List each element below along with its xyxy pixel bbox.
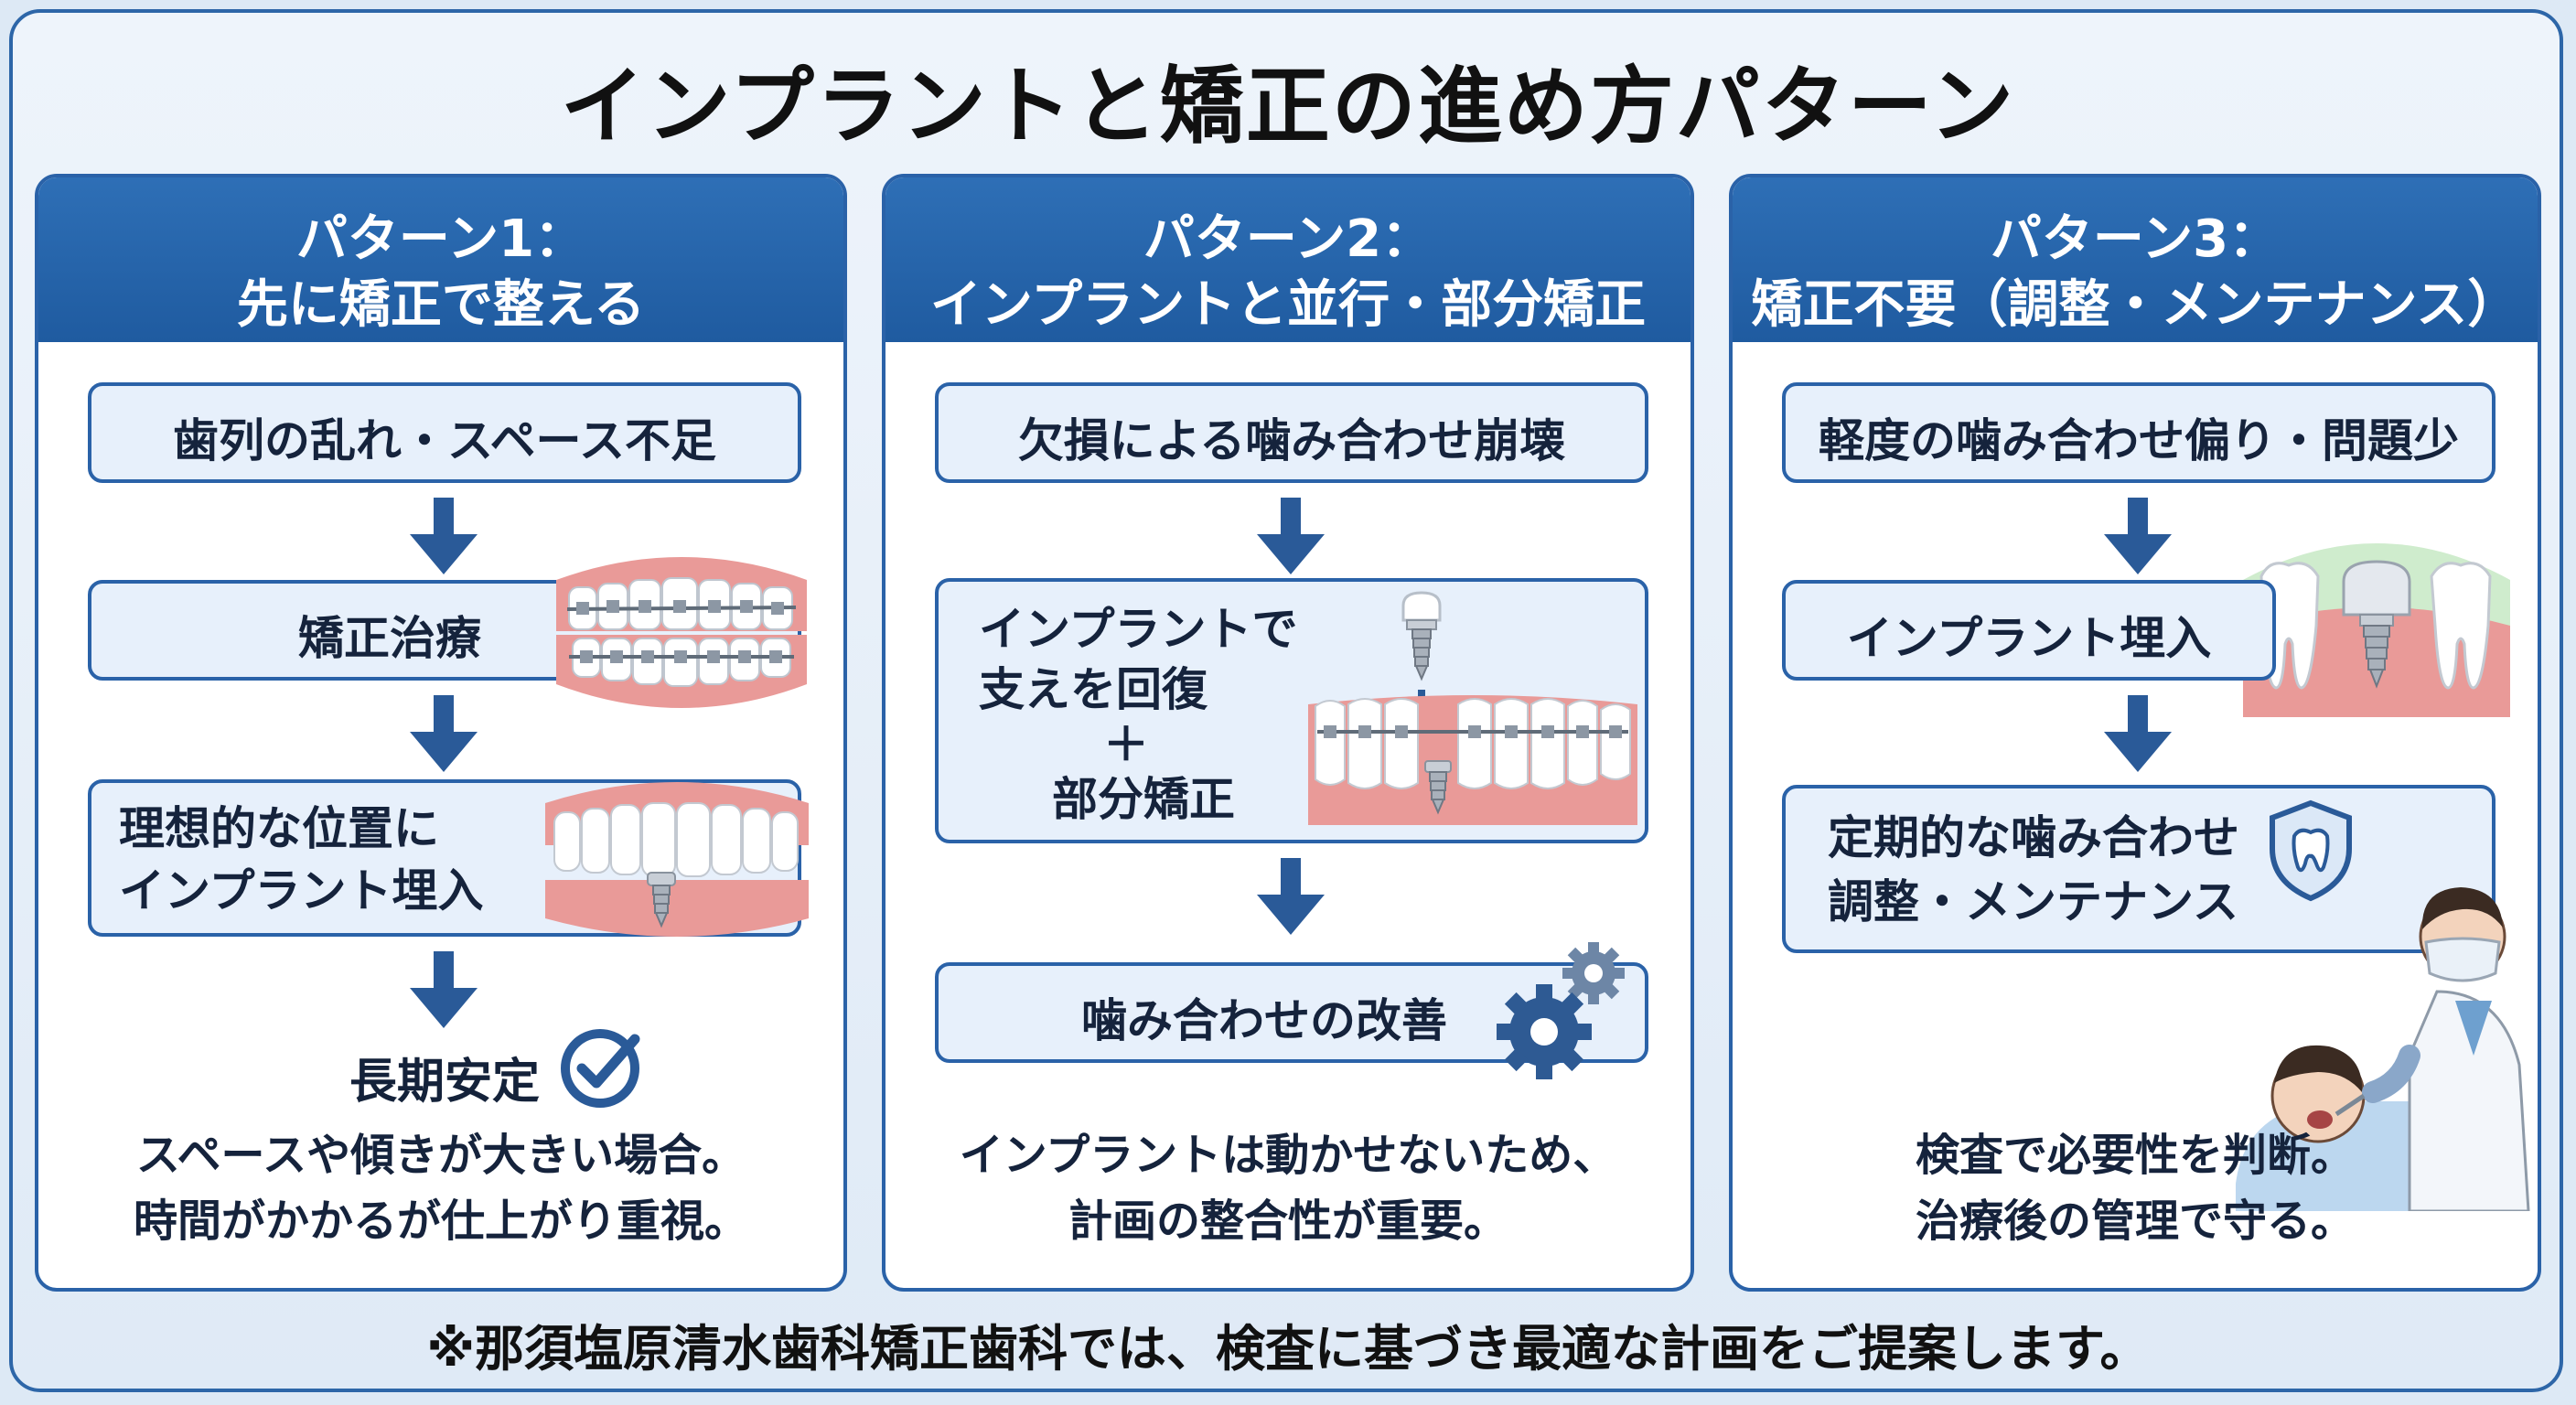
- pattern-1-result: 長期安定: [349, 1055, 541, 1110]
- pattern-3-number: パターン3：: [1990, 209, 2281, 269]
- pattern-2-column: パターン2： インプラントと並行・部分矯正 欠損による噛み合わせ崩壊 インプラン…: [882, 174, 1694, 1292]
- pattern-3-step-3: 定期的な噛み合わせ 調整・メンテナンス: [1782, 785, 2496, 953]
- pattern-3-step-2: インプラント埋入: [1782, 580, 2276, 681]
- arrow-down-icon: [2104, 695, 2172, 772]
- pattern-3-column: パターン3： 矯正不要（調整・メンテナンス） 軽度の噛み合わせ偏り・問題少 イン…: [1729, 174, 2541, 1292]
- arrow-down-icon: [2104, 498, 2172, 574]
- pattern-2-step-2-line-1: インプラントで: [979, 603, 1298, 656]
- pattern-1-step-1-text: 歯列の乱れ・スペース不足: [173, 414, 716, 467]
- pattern-2-step-1: 欠損による噛み合わせ崩壊: [935, 382, 1648, 483]
- pattern-1-step-3-line-1: 理想的な位置に: [119, 802, 439, 855]
- pattern-1-step-2-text: 矯正治療: [298, 612, 481, 665]
- pattern-1-step-1: 歯列の乱れ・スペース不足: [88, 382, 801, 483]
- arrow-down-icon: [1257, 858, 1325, 935]
- checkmark-icon: [561, 1029, 640, 1108]
- implant-partial-braces-icon: [1308, 591, 1637, 825]
- pattern-1-number: パターン1：: [295, 209, 586, 269]
- pattern-3-step-3-line-2: 調整・メンテナンス: [1828, 875, 2238, 928]
- pattern-3-step-2-text: インプラント埋入: [1846, 612, 2212, 665]
- arrow-down-icon: [410, 951, 478, 1028]
- gears-icon: [1497, 942, 1625, 1079]
- pattern-2-step-2-line-3: 部分矯正: [1052, 773, 1235, 826]
- braces-teeth-icon: [556, 557, 807, 708]
- pattern-2-step-1-text: 欠損による噛み合わせ崩壊: [1017, 414, 1566, 467]
- pattern-2-step-2-line-2: 支えを回復: [979, 663, 1208, 716]
- pattern-2-note-line-2: 計画の整合性が重要。: [1068, 1196, 1508, 1247]
- pattern-1-step-3-line-2: インプラント埋入: [119, 864, 484, 917]
- pattern-2-note-line-1: インプラントは動かせないため、: [959, 1130, 1617, 1181]
- pattern-2-number: パターン2：: [1143, 209, 1433, 269]
- implant-teeth-icon: [545, 782, 809, 937]
- tooth-shield-icon: [2270, 799, 2352, 902]
- pattern-1-note-line-1: スペースや傾きが大きい場合。: [135, 1130, 746, 1181]
- pattern-2-step-3-text: 噛み合わせの改善: [1081, 994, 1447, 1047]
- pattern-3-step-1: 軽度の噛み合わせ偏り・問題少: [1782, 382, 2496, 483]
- arrow-down-icon: [1257, 498, 1325, 574]
- pattern-3-step-1-text: 軽度の噛み合わせ偏り・問題少: [1819, 414, 2459, 467]
- pattern-3-step-3-line-1: 定期的な噛み合わせ: [1828, 811, 2239, 864]
- footer-note: ※那須塩原清水歯科矯正歯科では、検査に基づき最適な計画をご提案します。: [426, 1320, 2150, 1378]
- pattern-3-note-line-2: 治療後の管理で守る。: [1915, 1196, 2355, 1247]
- pattern-3-header: パターン3： 矯正不要（調整・メンテナンス）: [1733, 177, 2538, 342]
- pattern-3-note-line-1: 検査で必要性を判断。: [1915, 1130, 2355, 1181]
- dentist-patient-icon: [2236, 887, 2530, 1211]
- pattern-1-note-line-2: 時間がかかるが仕上がり重視。: [133, 1196, 748, 1247]
- pattern-1-title: 先に矯正で整える: [236, 275, 646, 335]
- pattern-1-header: パターン1： 先に矯正で整える: [38, 177, 843, 342]
- pattern-2-header: パターン2： インプラントと並行・部分矯正: [886, 177, 1690, 342]
- implant-between-teeth-icon: [2243, 543, 2510, 717]
- pattern-1-column: パターン1： 先に矯正で整える 歯列の乱れ・スペース不足 矯正治療: [35, 174, 847, 1292]
- page-title: インプラントと矯正の進め方パターン: [560, 58, 2016, 156]
- pattern-3-title: 矯正不要（調整・メンテナンス）: [1751, 275, 2519, 335]
- arrow-down-icon: [410, 498, 478, 574]
- pattern-2-title: インプラントと並行・部分矯正: [929, 275, 1647, 335]
- arrow-down-icon: [410, 695, 478, 772]
- pattern-2-step-2-plus: ＋: [1103, 718, 1149, 771]
